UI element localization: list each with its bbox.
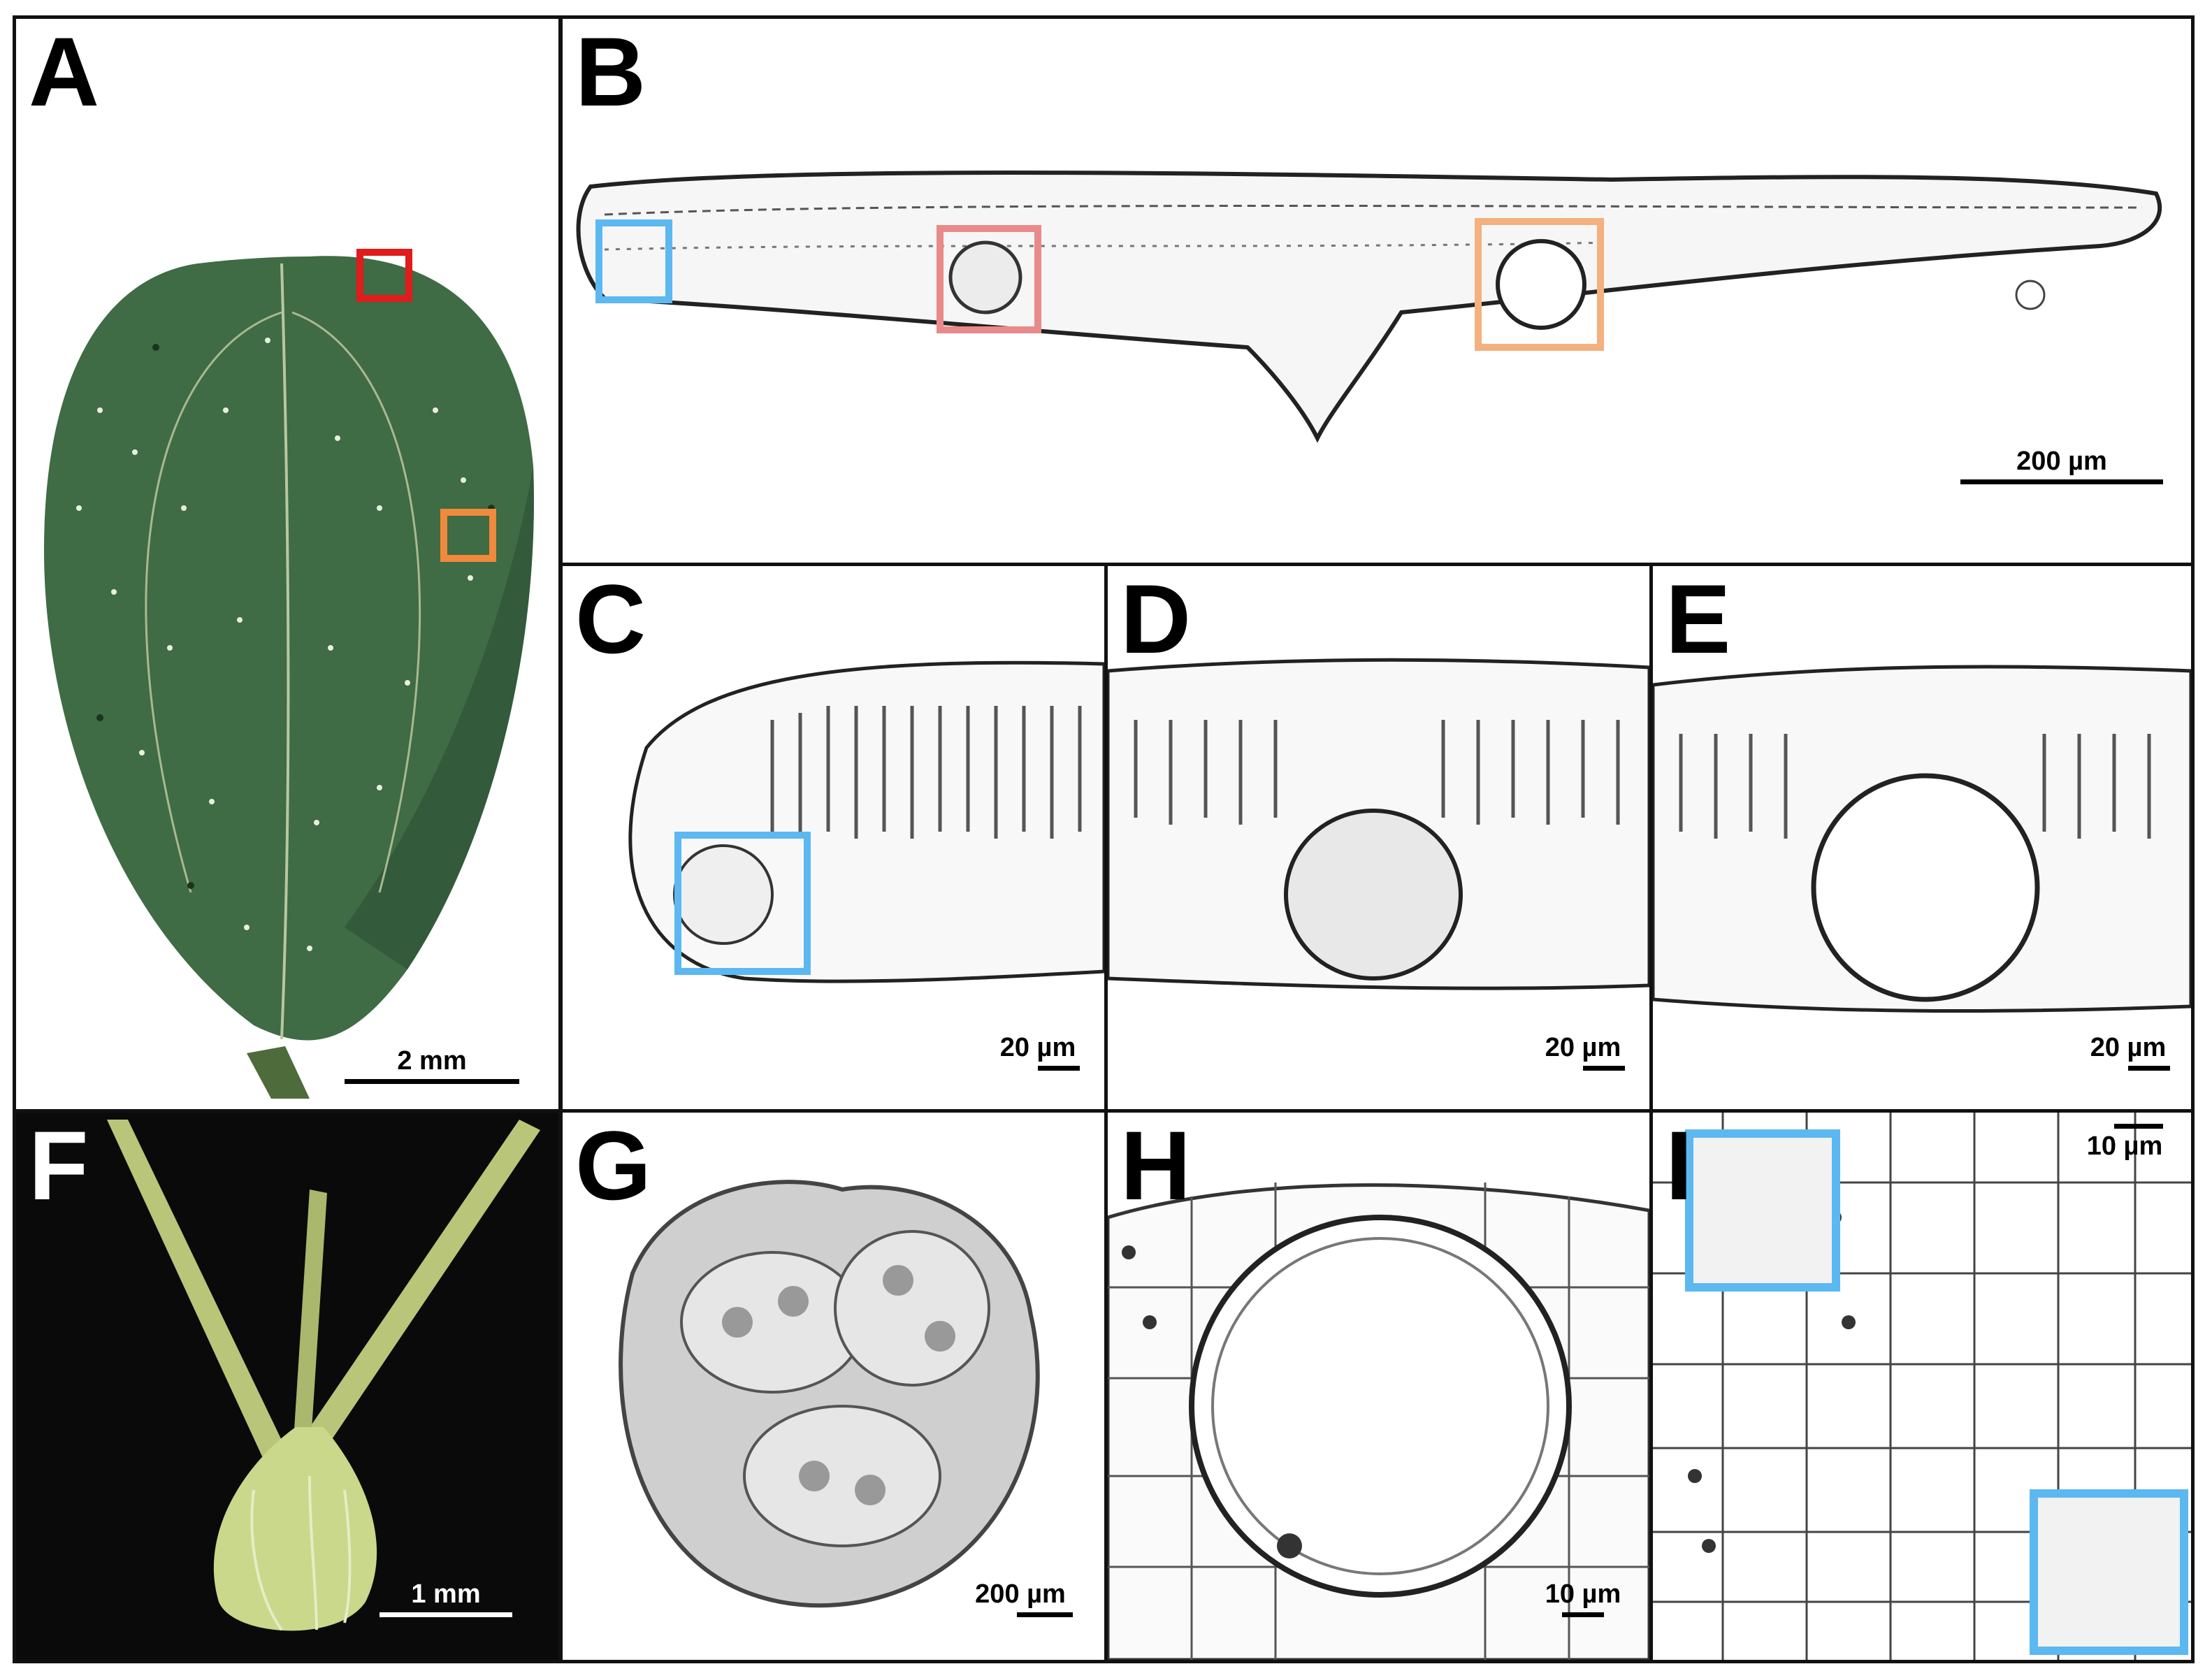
- panel-label: D: [1120, 564, 1192, 674]
- scale-bar-label: 20 µm: [999, 1033, 1076, 1062]
- panel-c: C 20 µm: [559, 563, 1108, 1113]
- panel-g: G 200 µm: [559, 1109, 1108, 1663]
- panel-label: B: [575, 17, 646, 126]
- scale-bar: 200 µm: [1960, 447, 2163, 484]
- section-detail-illustration: [1653, 665, 2191, 1013]
- leaf-illustration: [44, 249, 534, 1099]
- scale-bar-line: [1038, 1066, 1080, 1071]
- scale-bar-line: [1583, 1066, 1625, 1071]
- scale-bar-label: 20 µm: [2090, 1033, 2167, 1062]
- leaf-section-illustration: [576, 171, 2162, 443]
- panel-label: C: [575, 564, 646, 674]
- section-detail-illustration: [628, 660, 1104, 983]
- scale-bar-line: [1562, 1612, 1604, 1617]
- scale-bar: 20 µm: [989, 1033, 1087, 1071]
- panel-label: F: [29, 1111, 89, 1220]
- scale-bar-line: [1017, 1612, 1073, 1617]
- cavity-illustration: [1108, 1182, 1649, 1660]
- scale-bar-line: [345, 1079, 519, 1084]
- panel-h: H 10 µm: [1104, 1109, 1653, 1663]
- panel-f: F 1 mm: [13, 1109, 562, 1663]
- parenchyma-illustration: [1653, 1113, 2191, 1660]
- scale-bar-label: 1 mm: [411, 1579, 481, 1609]
- scale-bar-label: 10 µm: [2086, 1131, 2163, 1161]
- section-detail-illustration: [1108, 658, 1649, 990]
- scale-bar-label: 20 µm: [1545, 1033, 1621, 1062]
- scale-bar: 10 µm: [1534, 1579, 1632, 1617]
- panel-e: E 20 µm: [1649, 563, 2195, 1113]
- scale-bar: 10 µm: [2072, 1124, 2177, 1162]
- scale-bar: 200 µm: [961, 1579, 1080, 1617]
- scale-bar-line: [2128, 1066, 2170, 1071]
- scale-bar: 20 µm: [1534, 1033, 1632, 1071]
- panel-d: D 20 µm: [1104, 563, 1653, 1113]
- panel-label: I: [1665, 1111, 1693, 1220]
- panel-label: G: [575, 1111, 651, 1220]
- scale-bar-label: 2 mm: [397, 1046, 467, 1076]
- panel-label: E: [1665, 564, 1731, 674]
- scale-bar-label: 10 µm: [1545, 1579, 1621, 1609]
- panel-label: A: [29, 17, 100, 126]
- scale-bar-label: 200 µm: [975, 1579, 1066, 1609]
- ovary-section-illustration: [619, 1180, 1040, 1608]
- panel-i: I 10 µm: [1649, 1109, 2195, 1663]
- scale-bar-line: [1960, 479, 2163, 484]
- panel-a: A 2 mm: [13, 15, 562, 1113]
- scale-bar-line: [2114, 1124, 2163, 1129]
- scale-bar: 2 mm: [345, 1046, 519, 1084]
- ovary-illustration: [107, 1120, 540, 1631]
- scale-bar: 20 µm: [2079, 1033, 2177, 1071]
- scale-bar-label: 200 µm: [2016, 447, 2107, 476]
- panel-b: B 200 µm: [559, 15, 2195, 566]
- scale-bar: 1 mm: [379, 1579, 512, 1617]
- panel-label: H: [1120, 1111, 1192, 1220]
- scale-bar-line: [379, 1612, 512, 1617]
